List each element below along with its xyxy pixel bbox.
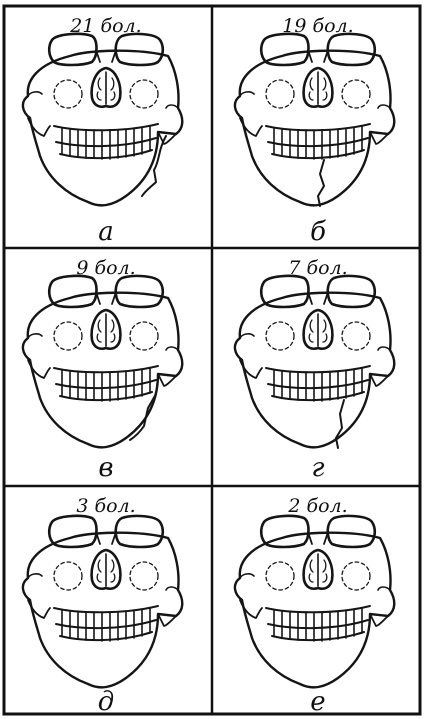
skull-drawing: [235, 34, 394, 206]
panel-d: 7 бол. г: [235, 257, 394, 483]
panel-letter: в: [98, 453, 113, 483]
panel-a: 21 бол. а: [23, 15, 182, 247]
panel-letter: г: [311, 453, 324, 483]
panel-f: 2 бол. е: [235, 495, 394, 717]
patient-count-label: 2 бол.: [287, 495, 347, 517]
panel-letter: е: [310, 687, 325, 717]
skull-drawing: [235, 276, 394, 448]
panel-letter: б: [310, 217, 326, 247]
panel-c: 9 бол. в: [23, 257, 182, 483]
skull-drawing: [23, 276, 182, 447]
skull-drawing: [23, 516, 182, 687]
panel-b: 19 бол. б: [235, 15, 394, 247]
panel-letter: а: [98, 217, 114, 247]
fracture-line: [142, 136, 166, 196]
skull-drawing: [235, 516, 394, 687]
fracture-line: [336, 400, 344, 448]
fracture-line: [318, 160, 324, 206]
patient-count-label: 3 бол.: [76, 495, 135, 517]
panel-letter: д: [98, 687, 114, 717]
skull-drawing: [23, 34, 182, 205]
panel-e: 3 бол. д: [23, 495, 182, 717]
